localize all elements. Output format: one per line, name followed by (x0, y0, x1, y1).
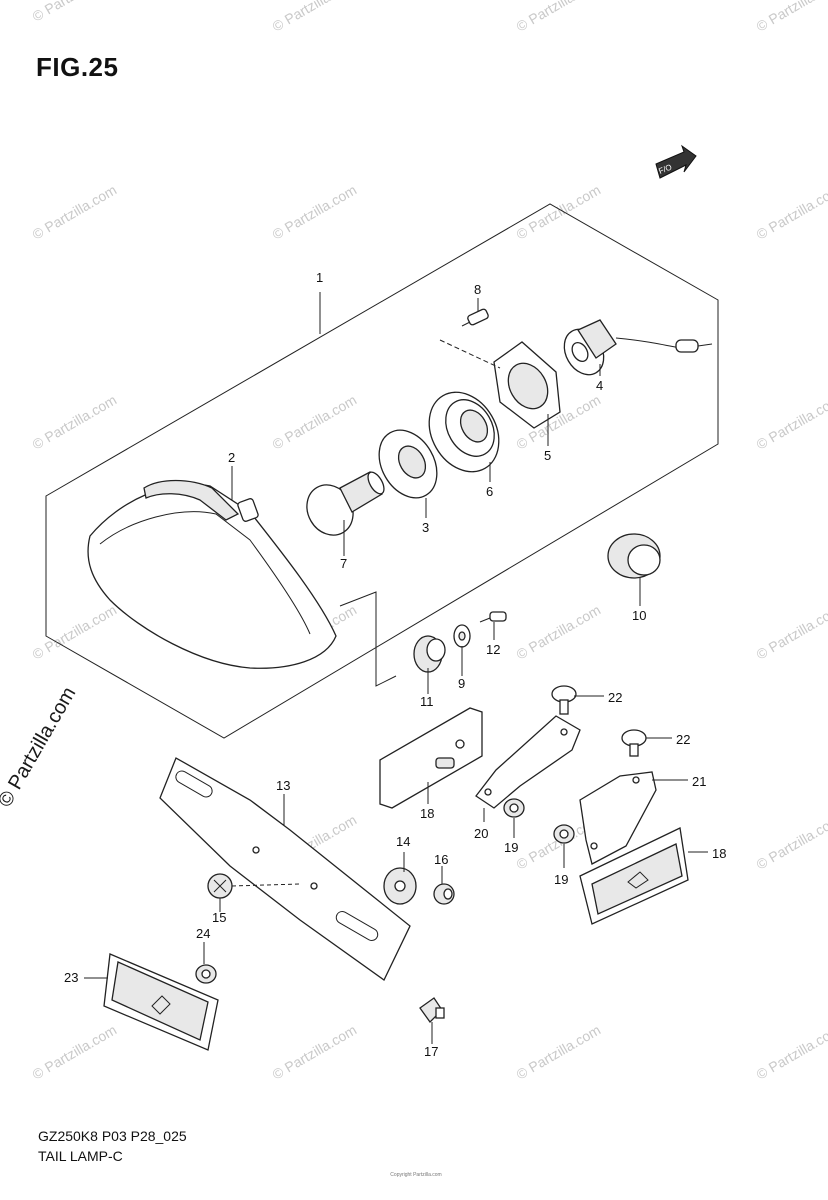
watermark: © Partzilla.com (754, 392, 828, 453)
screw-12 (479, 611, 507, 623)
retaining-ring (428, 391, 500, 473)
screw-22a (551, 685, 577, 715)
bulb-socket-with-wire (563, 319, 713, 376)
washer-9 (453, 624, 471, 648)
bracket-21 (579, 771, 657, 865)
callout-19a: 19 (504, 840, 518, 855)
callout-12: 12 (486, 642, 500, 657)
screw-22b (621, 729, 647, 757)
copyright-notice: Copyright Partzilla.com (390, 1172, 442, 1178)
watermark: © Partzilla.com (30, 602, 120, 663)
callout-5: 5 (544, 448, 551, 463)
watermark: © Partzilla.com (270, 392, 360, 453)
figure-subtitle: TAIL LAMP-C (38, 1148, 123, 1164)
bracket-plate-18 (379, 707, 483, 809)
callout-24: 24 (196, 926, 210, 941)
callout-9: 9 (458, 676, 465, 691)
callout-22a: 22 (608, 690, 622, 705)
nut-19a (503, 798, 525, 818)
callout-4: 4 (596, 378, 603, 393)
callout-22b: 22 (676, 732, 690, 747)
grommet-10 (607, 533, 661, 579)
reflector-right (579, 827, 689, 925)
watermark: © Partzilla.com (754, 602, 828, 663)
watermark: © Partzilla.com (270, 0, 360, 35)
callout-21: 21 (692, 774, 706, 789)
watermark: © Partzilla.com (754, 182, 828, 243)
screw-8 (439, 308, 501, 369)
cushion-14 (383, 867, 417, 905)
dashed-connector (339, 591, 397, 687)
watermark: © Partzilla.com (754, 1022, 828, 1083)
bracket-20 (475, 715, 581, 809)
watermark: © Partzilla.com (754, 0, 828, 35)
callout-20: 20 (474, 826, 488, 841)
watermark: © Partzilla.com (514, 602, 604, 663)
callout-19b: 19 (554, 872, 568, 887)
callout-3: 3 (422, 520, 429, 535)
figure-code: GZ250K8 P03 P28_025 (38, 1128, 187, 1144)
callout-15: 15 (212, 910, 226, 925)
watermark: © Partzilla.com (270, 182, 360, 243)
mounting-plate (493, 341, 561, 429)
nut-16 (433, 883, 455, 905)
tail-lamp-bulb (306, 471, 385, 536)
screw-17 (419, 997, 445, 1024)
figure-title: FIG.25 (36, 52, 119, 82)
callout-labels: 1 2 3 4 5 6 7 8 9 10 11 12 13 14 15 16 1… (64, 270, 726, 1059)
callout-18a: 18 (420, 806, 434, 821)
callout-8: 8 (474, 282, 481, 297)
nut-24 (195, 964, 217, 984)
socket-gasket (378, 429, 438, 499)
tail-lamp-housing (87, 479, 337, 669)
reflector-left (103, 953, 219, 1051)
callout-17: 17 (424, 1044, 438, 1059)
callout-14: 14 (396, 834, 410, 849)
watermark: © Partzilla.com (30, 1022, 120, 1083)
callout-7: 7 (340, 556, 347, 571)
callout-16: 16 (434, 852, 448, 867)
watermark: © Partzilla.com (30, 392, 120, 453)
license-bracket-13 (159, 757, 411, 981)
callout-11: 11 (420, 694, 434, 709)
watermark: © Partzilla.com (514, 1022, 604, 1083)
callout-23: 23 (64, 970, 78, 985)
callout-18b: 18 (712, 846, 726, 861)
callout-10: 10 (632, 608, 646, 623)
cushion-11 (413, 635, 446, 673)
nut-19b (553, 824, 575, 844)
callout-6: 6 (486, 484, 493, 499)
watermark: © Partzilla.com (270, 1022, 360, 1083)
callout-13: 13 (276, 778, 290, 793)
watermark: © Partzilla.com (514, 182, 604, 243)
watermark: © Partzilla.com (754, 812, 828, 873)
front-direction-arrow-icon: F/O (655, 144, 697, 179)
watermark: © Partzilla.com (30, 0, 120, 25)
leader-lines (84, 292, 708, 1044)
callout-1: 1 (316, 270, 323, 285)
assembly-boundary (45, 203, 719, 739)
callout-2: 2 (228, 450, 235, 465)
watermark: © Partzilla.com (30, 182, 120, 243)
watermark: © Partzilla.com (514, 0, 604, 35)
